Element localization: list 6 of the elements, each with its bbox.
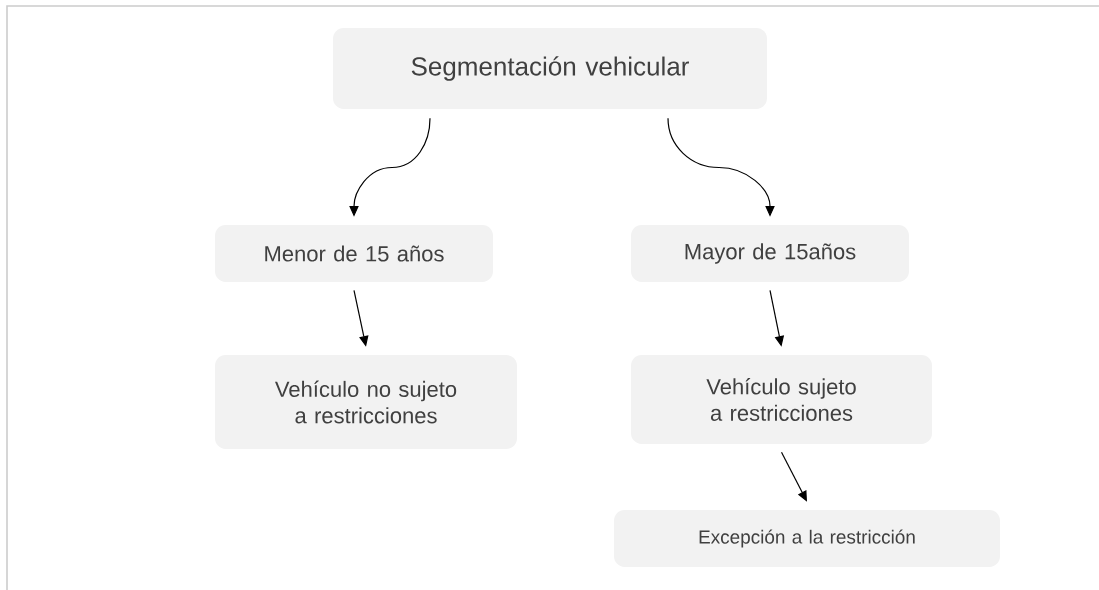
- process-box: Excepción a la restricción: [614, 509, 1000, 568]
- process-box: Segmentación vehicular: [333, 27, 767, 110]
- process-box: Mayor de 15años: [631, 224, 909, 283]
- process-box: Menor de 15 años: [215, 224, 493, 283]
- process-box: Vehículo no sujeto a restricciones: [215, 355, 517, 449]
- process-box: Vehículo sujeto a restricciones: [631, 354, 933, 445]
